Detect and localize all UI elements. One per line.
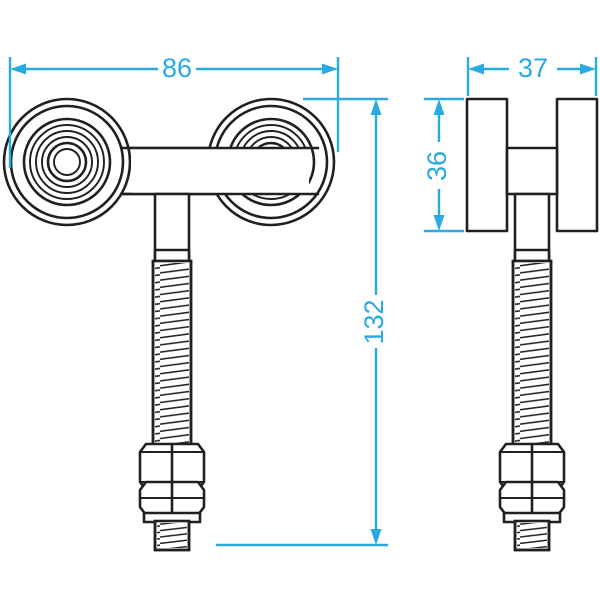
dimension-depth-overall: 37 bbox=[466, 53, 598, 96]
hex-nut-lower bbox=[138, 480, 206, 517]
bolt-tip-side bbox=[513, 519, 551, 552]
thread-runout-side bbox=[513, 248, 551, 263]
roller-right-profile bbox=[555, 97, 599, 233]
roller-left-profile bbox=[465, 97, 509, 233]
shank bbox=[153, 192, 191, 260]
dimension-height-overall: 132 bbox=[216, 97, 389, 547]
bolt-tip bbox=[153, 519, 191, 552]
cross-bar-overlay bbox=[120, 146, 320, 196]
hex-nut-upper bbox=[138, 442, 206, 492]
dimension-roller-height: 36 bbox=[422, 97, 464, 233]
front-view-group bbox=[2, 97, 336, 552]
roller-left bbox=[2, 97, 132, 227]
hex-nut-lower-side bbox=[498, 480, 566, 517]
dimension-label-86: 86 bbox=[162, 53, 192, 83]
dimension-label-37: 37 bbox=[518, 53, 548, 83]
dimension-width-overall: 86 bbox=[8, 53, 340, 168]
side-view-group bbox=[465, 97, 599, 552]
dimension-label-132: 132 bbox=[359, 299, 389, 344]
threaded-rod bbox=[151, 259, 193, 448]
dimension-label-36: 36 bbox=[422, 151, 452, 181]
shank-side bbox=[513, 192, 551, 260]
threaded-rod-side bbox=[511, 259, 553, 448]
thread-runout bbox=[153, 248, 191, 263]
cross-bar-profile bbox=[505, 146, 559, 196]
